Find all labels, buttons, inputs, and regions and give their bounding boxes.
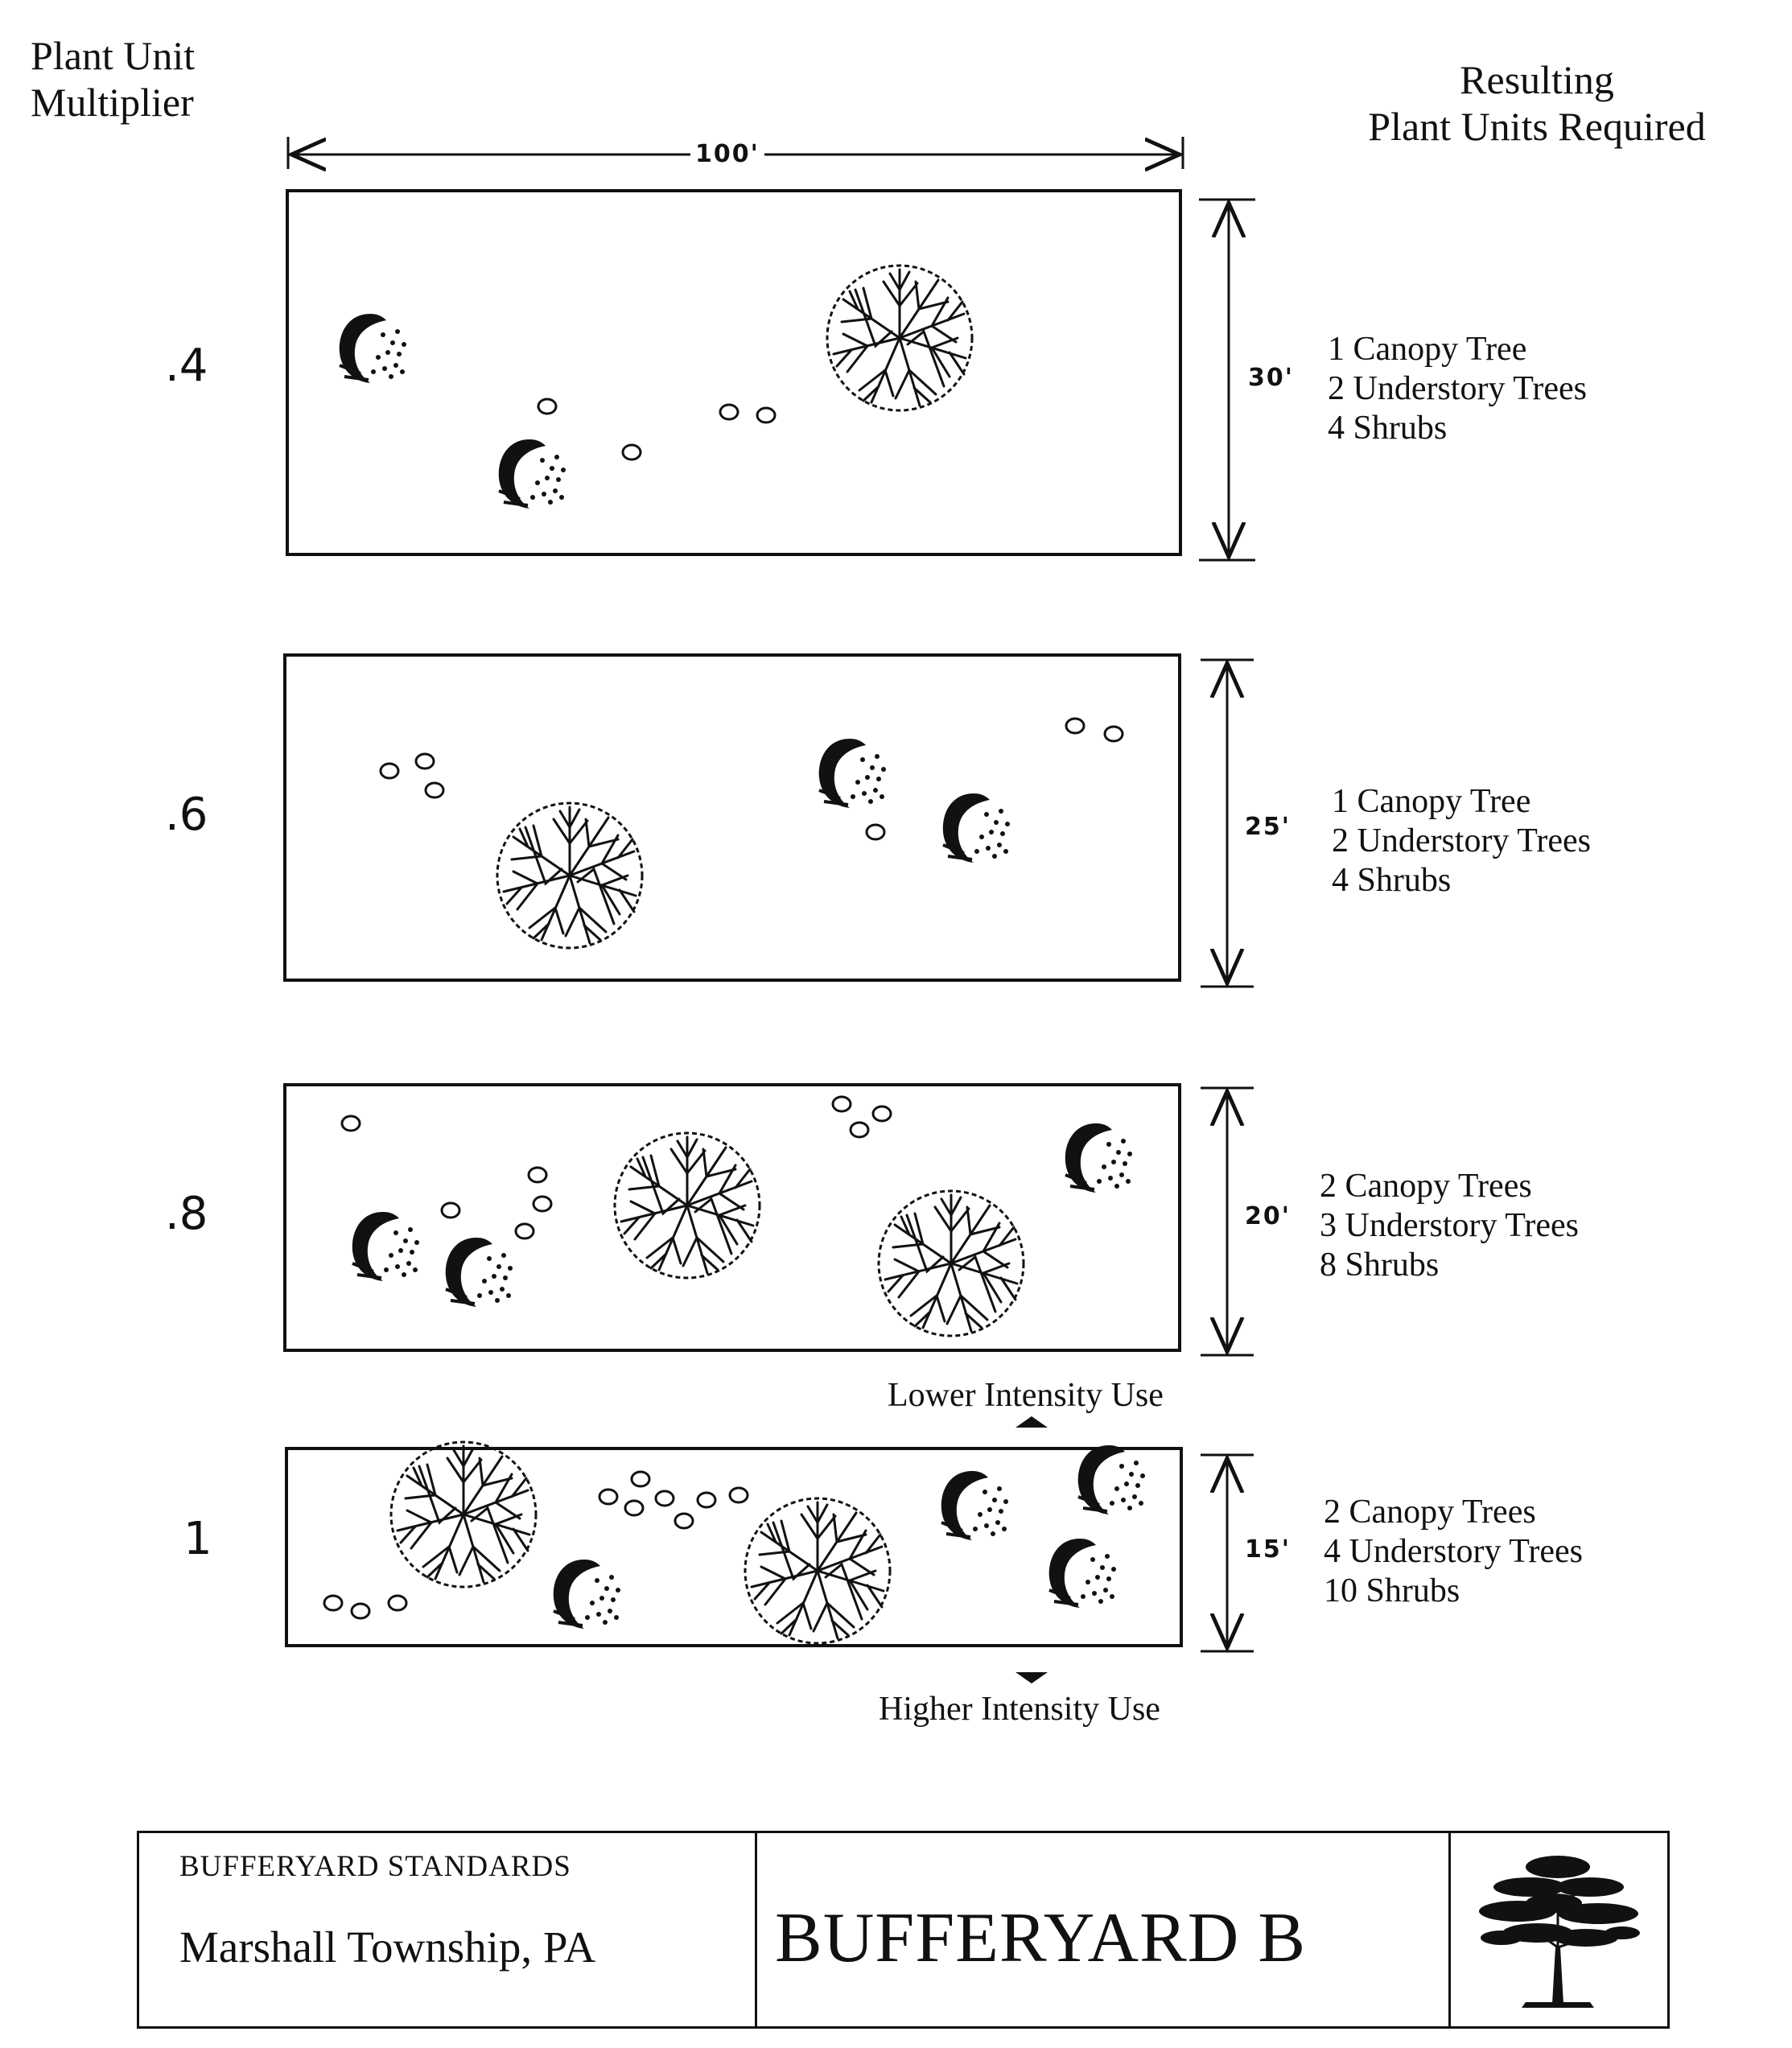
understory-tree-icon (1047, 1537, 1118, 1609)
buffer-rect-08 (283, 1083, 1181, 1352)
shrub-icon (424, 781, 445, 799)
understory-count: 2 Understory Trees (1328, 370, 1587, 407)
understory-tree-icon (939, 1469, 1010, 1542)
depth-label: 30' (1243, 364, 1299, 392)
depth-label: 20' (1240, 1202, 1296, 1230)
understory-tree-icon (350, 1210, 421, 1283)
tree-logo-icon (1479, 1856, 1640, 2008)
shrub-icon (537, 398, 558, 415)
depth-label: 15' (1240, 1535, 1296, 1564)
canopy-count: 1 Canopy Tree (1332, 783, 1531, 820)
understory-count: 4 Understory Trees (1324, 1533, 1583, 1570)
plant-units-header: Resulting Plant Units Required (1287, 56, 1786, 150)
understory-count: 2 Understory Trees (1332, 822, 1591, 859)
township-label: Marshall Township, PA (179, 1922, 596, 1972)
standards-label: BUFFERYARD STANDARDS (179, 1850, 571, 1883)
shrub-icon (379, 762, 400, 780)
plant-units-header-line1: Resulting (1460, 57, 1614, 102)
shrub-count: 4 Shrubs (1328, 410, 1448, 447)
shrub-icon (598, 1488, 619, 1506)
understory-tree-icon (1063, 1122, 1134, 1194)
title-block-divider (755, 1833, 757, 2026)
canopy-tree-icon (744, 1497, 892, 1645)
shrub-icon (621, 443, 642, 461)
buffer-rect-04 (286, 189, 1182, 556)
canopy-tree-icon (613, 1131, 761, 1279)
shrub-icon (532, 1195, 553, 1213)
plant-units-header-line2: Plant Units Required (1368, 104, 1706, 149)
shrub-icon (865, 823, 886, 841)
shrub-icon (654, 1490, 675, 1507)
understory-tree-icon (496, 438, 567, 510)
shrub-icon (440, 1201, 461, 1219)
canopy-tree-icon (389, 1440, 538, 1589)
plant-units-list: 1 Canopy Tree 2 Understory Trees 4 Shrub… (1332, 782, 1591, 900)
canopy-tree-icon (877, 1189, 1025, 1337)
width-dimension-label: 100' (690, 140, 764, 168)
multiplier-label: 1 (183, 1513, 212, 1565)
buffer-rect-06 (283, 653, 1181, 982)
lower-intensity-arrow (1015, 1416, 1048, 1428)
shrub-icon (323, 1594, 344, 1612)
plant-units-list: 1 Canopy Tree 2 Understory Trees 4 Shrub… (1328, 330, 1587, 448)
canopy-count: 2 Canopy Trees (1324, 1494, 1536, 1531)
canopy-count: 2 Canopy Trees (1320, 1168, 1532, 1205)
canopy-count: 1 Canopy Tree (1328, 331, 1527, 368)
multiplier-header: Plant Unit Multiplier (31, 32, 195, 126)
depth-dimensions (1199, 198, 1255, 1653)
canopy-tree-icon (496, 801, 644, 950)
multiplier-label: .6 (165, 789, 208, 841)
shrub-icon (387, 1594, 408, 1612)
shrub-count: 10 Shrubs (1324, 1572, 1460, 1609)
plant-units-list: 2 Canopy Trees 3 Understory Trees 8 Shru… (1320, 1167, 1579, 1285)
shrub-icon (624, 1499, 645, 1517)
shrub-count: 8 Shrubs (1320, 1247, 1440, 1284)
multiplier-header-line2: Multiplier (31, 80, 194, 125)
shrub-icon (414, 752, 435, 770)
understory-tree-icon (817, 737, 888, 810)
shrub-icon (1103, 725, 1124, 743)
plant-units-list: 2 Canopy Trees 4 Understory Trees 10 Shr… (1324, 1493, 1583, 1611)
lower-intensity-label: Lower Intensity Use (888, 1377, 1164, 1414)
document-title: BUFFERYARD B (775, 1899, 1307, 1977)
shrub-icon (728, 1486, 749, 1504)
buffer-rect-1 (285, 1447, 1183, 1647)
multiplier-header-line1: Plant Unit (31, 33, 196, 78)
title-block: BUFFERYARD STANDARDS Marshall Township, … (137, 1831, 1670, 2029)
understory-tree-icon (337, 312, 408, 385)
shrub-icon (756, 406, 777, 424)
understory-tree-icon (551, 1558, 622, 1630)
shrub-count: 4 Shrubs (1332, 862, 1452, 899)
shrub-icon (1065, 717, 1085, 735)
shrub-icon (527, 1166, 548, 1184)
shrub-icon (630, 1470, 651, 1488)
multiplier-label: .4 (165, 340, 208, 392)
multiplier-label: .8 (165, 1188, 208, 1240)
canopy-tree-icon (826, 264, 974, 412)
understory-count: 3 Understory Trees (1320, 1207, 1579, 1244)
understory-tree-icon (443, 1236, 514, 1308)
shrub-icon (350, 1602, 371, 1620)
title-block-divider (1448, 1833, 1451, 2026)
shrub-icon (674, 1512, 694, 1530)
understory-tree-icon (941, 792, 1011, 864)
shrub-icon (849, 1121, 870, 1139)
shrub-icon (871, 1105, 892, 1123)
shrub-icon (514, 1222, 535, 1240)
higher-intensity-arrow (1015, 1672, 1048, 1683)
higher-intensity-label: Higher Intensity Use (879, 1691, 1160, 1728)
shrub-icon (719, 403, 739, 421)
depth-label: 25' (1240, 813, 1296, 841)
shrub-icon (340, 1115, 361, 1132)
shrub-icon (696, 1491, 717, 1509)
understory-tree-icon (1076, 1444, 1147, 1516)
shrub-icon (831, 1095, 852, 1113)
